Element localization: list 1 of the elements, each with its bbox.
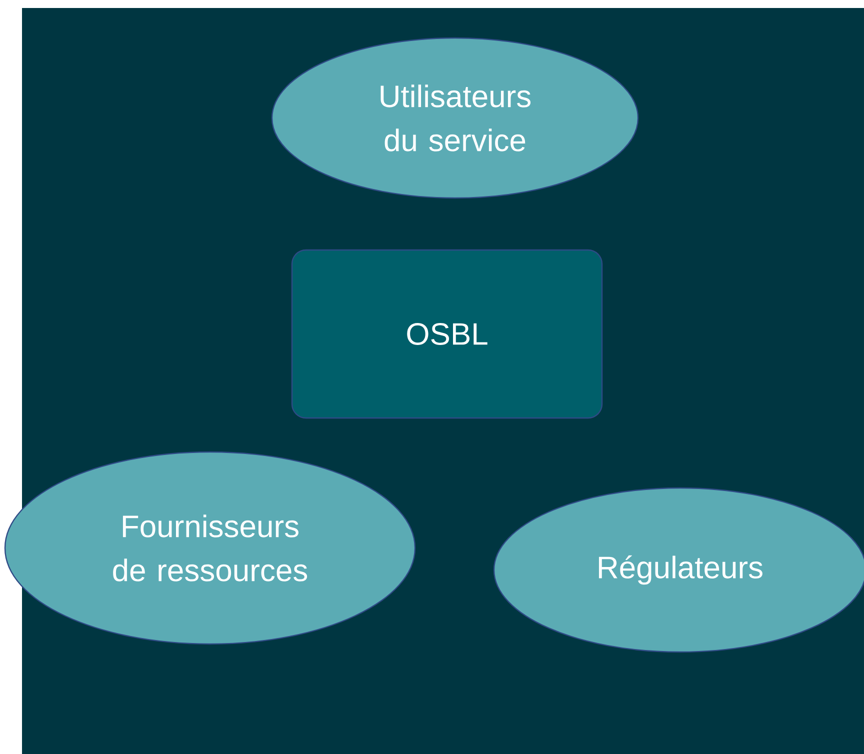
- organization-box: OSBL: [291, 249, 603, 419]
